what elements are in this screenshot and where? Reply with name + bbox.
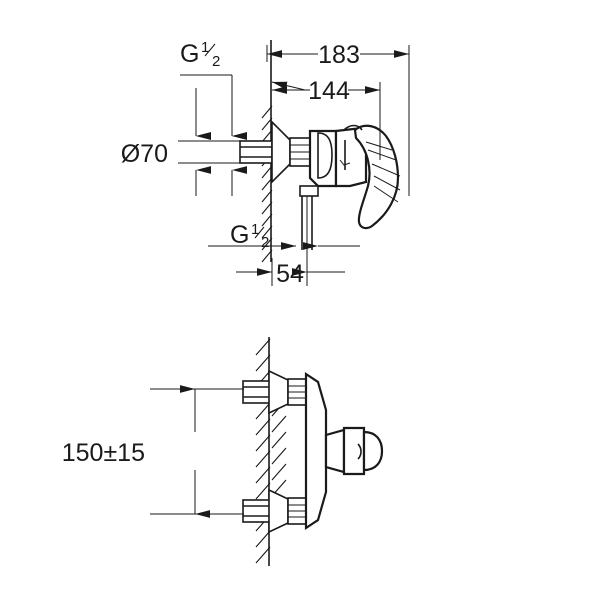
- mixer-body-front: [304, 371, 328, 531]
- rosette-profile: [271, 120, 291, 184]
- handle-highlight: [365, 141, 393, 151]
- thread-top-label: G: [180, 40, 199, 68]
- diameter-label: Ø70: [121, 140, 168, 168]
- dimension-thread-bottom: G 1 2: [208, 221, 360, 251]
- inlet-connector-lower: [242, 499, 271, 523]
- body-detail-line: [339, 159, 351, 166]
- union-nut-upper: [287, 378, 307, 406]
- handle-highlight: [371, 163, 401, 177]
- shank-collar: [299, 185, 319, 197]
- dimension-thread-top: G 1 2: [180, 39, 247, 140]
- dimension-body-projection: 144: [271, 77, 381, 160]
- cap-detail: [357, 443, 362, 460]
- escutcheon-cone: [271, 120, 291, 184]
- inlet-nipple: [239, 140, 273, 164]
- rosette-profile-upper: [268, 369, 289, 415]
- body-cap: [317, 132, 333, 179]
- dimension-rosette-diameter: Ø70: [121, 112, 247, 196]
- inlet-connector-upper: [242, 380, 271, 404]
- side-elevation-view: G 1 2 Ø70 183 144: [121, 39, 410, 288]
- cartridge-cap: [362, 430, 384, 472]
- lever-handle: [343, 124, 401, 230]
- escutcheon-cone-lower: [268, 488, 289, 534]
- dim150-label: 150±15: [62, 439, 145, 467]
- thread-bottom-label: G: [230, 221, 249, 249]
- cartridge-collar: [342, 426, 366, 476]
- fraction-slash: [204, 43, 216, 57]
- cartridge-barrel: [324, 428, 346, 474]
- cartridge-front: [324, 426, 384, 476]
- dim144-label: 144: [308, 77, 350, 105]
- outlet-shank: [299, 185, 319, 250]
- inlet-connector: [239, 140, 273, 164]
- dimension-overall-projection: 183: [266, 41, 410, 196]
- front-elevation-view: 150±15: [62, 337, 384, 566]
- union-nut-lower: [287, 497, 307, 525]
- handle-pivot: [343, 124, 363, 131]
- fraction-slash: [254, 226, 265, 239]
- thread-bottom-numerator: 1: [251, 221, 259, 238]
- dimension-outlet-offset: 54: [236, 250, 345, 288]
- handle-highlight: [373, 185, 399, 203]
- wall-hatching: [255, 338, 271, 564]
- rosette-profile-lower: [268, 488, 289, 534]
- inlet-nipple-lower: [242, 499, 271, 523]
- body-front-profile: [304, 371, 328, 531]
- dim183-label: 183: [318, 41, 360, 69]
- escutcheon-cone-upper: [268, 369, 289, 415]
- thread-bottom-denominator: 2: [261, 234, 269, 251]
- handle-highlight: [367, 149, 397, 161]
- inlet-nipple-upper: [242, 380, 271, 404]
- dim144-arrow-left: [271, 81, 306, 91]
- union-nut: [289, 137, 311, 167]
- dim54-label: 54: [276, 260, 304, 288]
- dimension-centre-distance: 150±15: [62, 385, 244, 518]
- thread-top-denominator: 2: [212, 53, 220, 70]
- thread-top-numerator: 1: [201, 39, 209, 56]
- handle-highlight: [373, 175, 401, 191]
